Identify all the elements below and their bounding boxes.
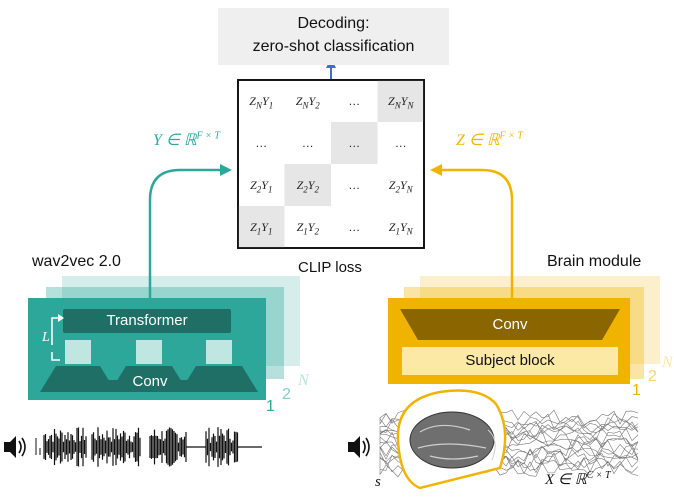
clip-loss-label: CLIP loss xyxy=(298,259,362,276)
matrix-cell: Z2YN xyxy=(388,178,413,195)
speaker-icon-right xyxy=(348,436,370,458)
speech-waveform xyxy=(35,427,262,467)
matrix-cell: ZNYN xyxy=(388,94,414,111)
meg-input-symbol: X ∈ ℝ xyxy=(545,472,587,488)
matrix-cell: … xyxy=(348,136,361,150)
matrix-cell: Z2Y2 xyxy=(296,178,319,195)
brain-stack-index-second: 2 xyxy=(648,368,657,385)
matrix-highlight-cell xyxy=(284,164,331,206)
speaker-icon-left xyxy=(4,436,26,458)
brain-stack-index-first: 1 xyxy=(632,382,641,399)
brain-module-title: Brain module xyxy=(547,253,642,270)
subject-block-label: Subject block xyxy=(465,352,555,369)
matrix-highlight-cell xyxy=(238,206,285,248)
brain-image xyxy=(409,411,495,469)
meg-input-label: X ∈ ℝC × T xyxy=(545,470,611,489)
transformer-bar xyxy=(63,309,231,333)
speech-output-label: Y ∈ ℝF × T xyxy=(153,130,220,150)
brain-conv-trapezoid xyxy=(400,309,620,340)
speech-output-dims: F × T xyxy=(196,130,220,142)
wav2vec-stack-index-first: 1 xyxy=(266,398,275,415)
matrix-cell: ZNY2 xyxy=(295,94,320,111)
decoding-box xyxy=(218,8,449,65)
wav2vec-title: wav2vec 2.0 xyxy=(32,253,121,270)
matrix-cell: … xyxy=(394,136,407,150)
matrix-cell: … xyxy=(348,94,361,108)
matrix-cell: … xyxy=(348,178,361,192)
speech-to-matrix-arrow xyxy=(148,164,232,300)
layer-count-label: L xyxy=(42,330,50,345)
wav2vec-conv-label: Conv xyxy=(132,373,168,390)
transformer-label: Transformer xyxy=(106,312,188,329)
matrix-cell: Z1YN xyxy=(388,220,413,237)
matrix-cell: … xyxy=(348,220,361,234)
matrix-cell: … xyxy=(255,136,268,150)
speech-output-symbol: Y ∈ ℝ xyxy=(153,132,197,149)
brain-output-dims: F × T xyxy=(499,130,523,142)
feature-square xyxy=(136,340,162,364)
matrix-cell: Z2Y1 xyxy=(250,178,273,195)
matrix-cell: Z1Y2 xyxy=(296,220,319,237)
feature-square xyxy=(65,340,91,364)
brain-meg-illustration xyxy=(379,389,639,490)
matrix-cell: Z1Y1 xyxy=(250,220,273,237)
brain-stack-index-last: N xyxy=(662,354,673,371)
brain-to-matrix-arrow xyxy=(430,164,514,300)
subject-block-bar xyxy=(402,347,618,375)
meg-input-dims: C × T xyxy=(586,470,611,481)
wav2vec-stack-index-second: 2 xyxy=(282,386,291,403)
brain-conv-label: Conv xyxy=(492,316,528,333)
similarity-matrix xyxy=(237,79,425,249)
matrix-highlight-cell xyxy=(377,80,424,122)
decoding-title: Decoding: xyxy=(297,15,370,32)
brain-module-block-stack xyxy=(388,276,660,384)
matrix-cell: … xyxy=(301,136,314,150)
decoding-subtitle: zero-shot classification xyxy=(252,38,415,55)
matrix-cell: ZNY1 xyxy=(249,94,274,111)
feature-square xyxy=(206,340,232,364)
subject-symbol: s xyxy=(375,474,381,490)
matrix-highlight-cell xyxy=(331,122,378,164)
brain-output-label: Z ∈ ℝF × T xyxy=(456,130,523,150)
brain-output-symbol: Z ∈ ℝ xyxy=(456,132,500,149)
wav2vec-block-stack xyxy=(28,276,300,400)
wav2vec-stack-index-last: N xyxy=(298,372,309,389)
